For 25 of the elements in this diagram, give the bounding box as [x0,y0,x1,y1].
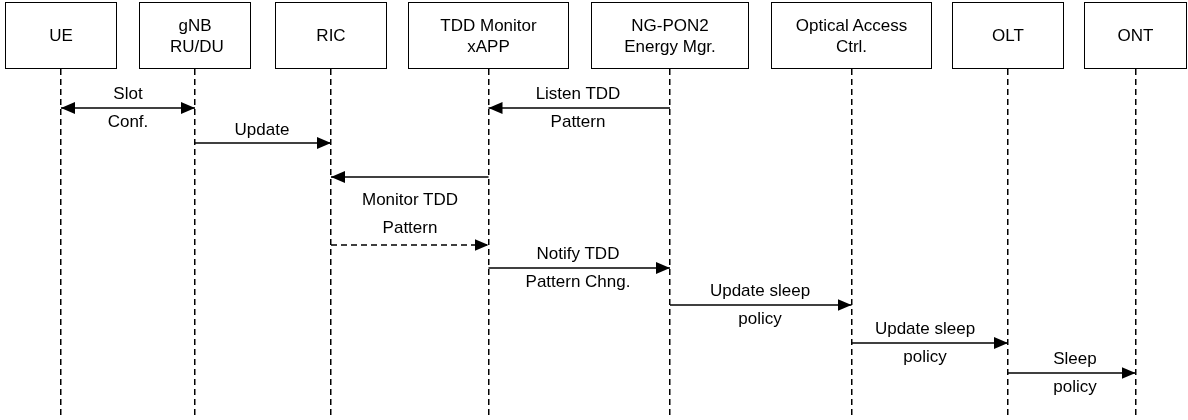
message-arrow [330,239,490,251]
message-arrow [194,137,332,149]
message-arrow [60,102,196,114]
participant-box: RIC [275,2,387,69]
message-label: Update [233,119,291,141]
message-label: Listen TDD Pattern [534,83,622,133]
message-arrow [487,102,671,114]
message-arrow [487,262,671,274]
message-label: Update sleep policy [873,318,977,368]
message-label: Notify TDD Pattern Chng. [524,243,632,293]
participant-box: gNB RU/DU [139,2,251,69]
participant-box: NG-PON2 Energy Mgr. [591,2,749,69]
participant-box: OLT [952,2,1064,69]
message-arrow [669,299,853,311]
message-arrow [1007,367,1137,379]
participant-box: UE [5,2,117,69]
message-label: Slot Conf. [106,83,150,133]
participant-box: TDD Monitor xAPP [408,2,569,69]
message-label: Monitor TDD Pattern [360,189,459,239]
participant-box: ONT [1084,2,1187,69]
message-arrow [330,171,490,183]
participant-box: Optical Access Ctrl. [771,2,932,69]
message-label: Update sleep policy [708,280,812,330]
message-arrow [850,337,1009,349]
message-label: Sleep policy [1052,348,1098,398]
